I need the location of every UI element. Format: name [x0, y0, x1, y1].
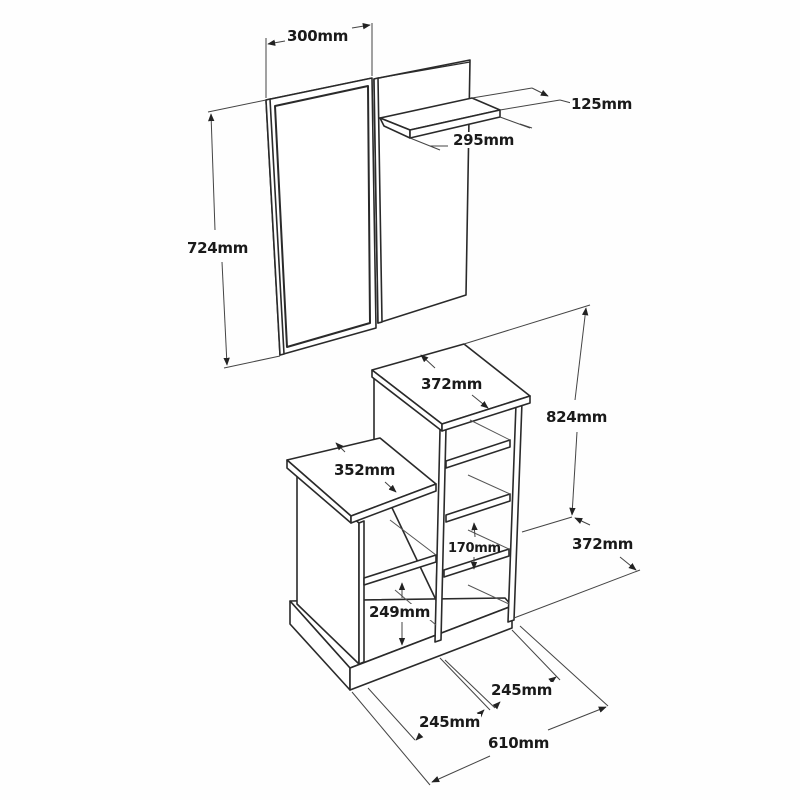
shelf-spacing-label: 170mm [448, 541, 501, 556]
panel-height-label: 724mm [186, 239, 250, 257]
cabinet-height-label: 824mm [545, 408, 609, 426]
low-top-depth-label: 352mm [333, 461, 397, 479]
low-compartment-height-label: 249mm [368, 603, 432, 621]
back-panel [373, 59, 471, 324]
shelf-width-label: 295mm [452, 131, 516, 149]
shelf-depth-label: 125mm [570, 95, 634, 113]
mirror-panel [265, 77, 377, 356]
left-section-width-label: 245mm [418, 713, 482, 731]
tall-top-depth-label: 372mm [420, 375, 484, 393]
panel-width-label: 300mm [286, 27, 350, 45]
shoe-cabinet [286, 343, 531, 691]
total-width-label: 610mm [487, 734, 551, 752]
right-section-width-label: 245mm [490, 681, 554, 699]
cabinet-depth-label: 372mm [571, 535, 635, 553]
